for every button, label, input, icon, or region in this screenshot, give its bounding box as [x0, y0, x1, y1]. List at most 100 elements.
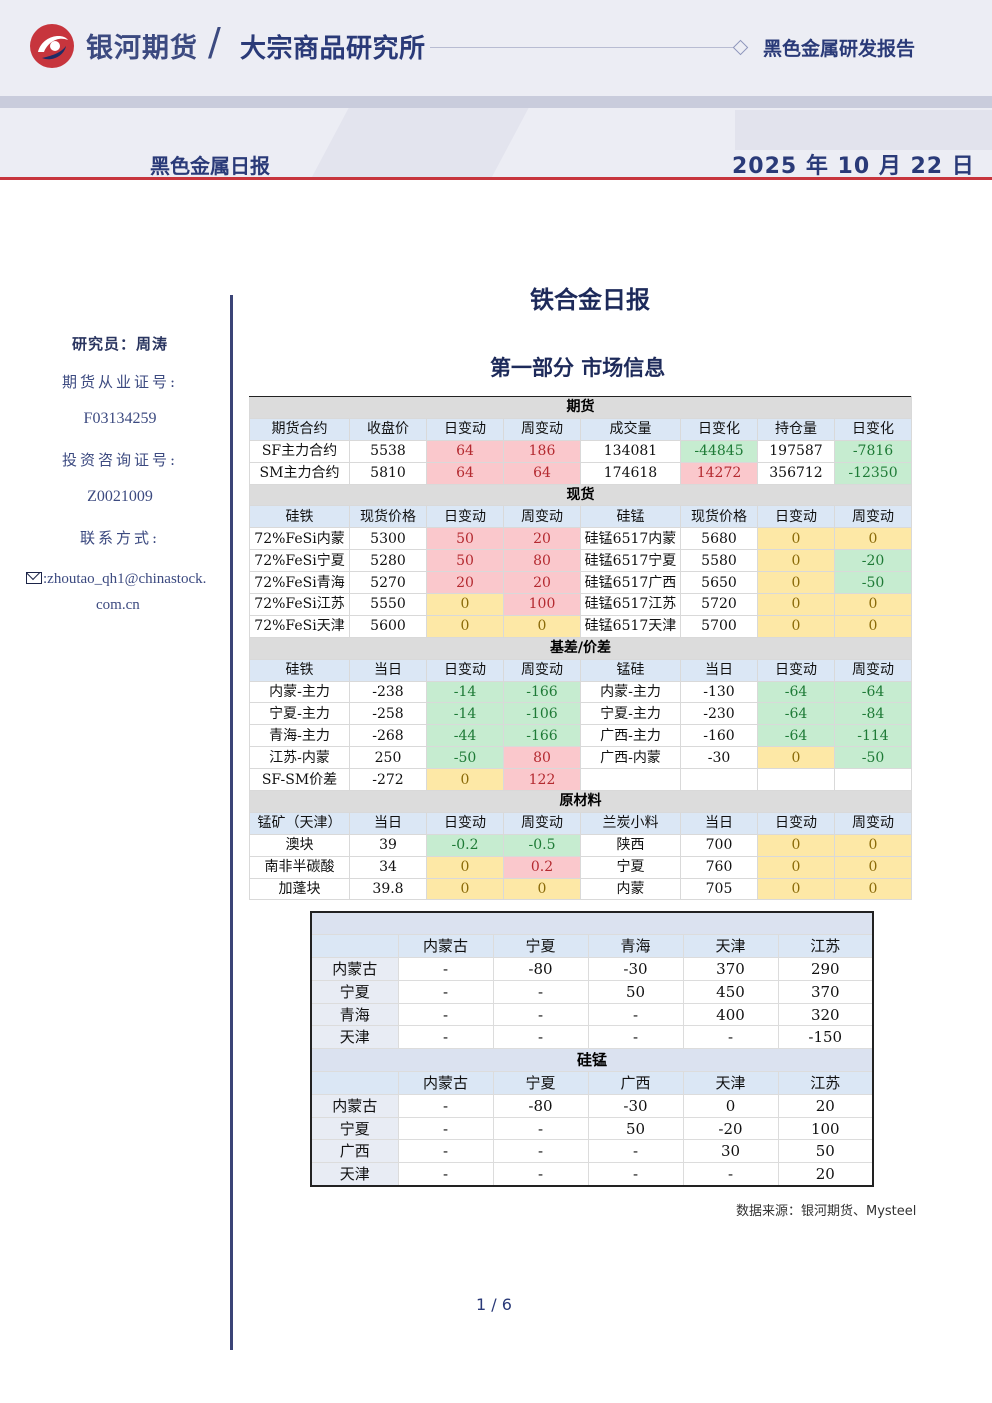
- table-cell: -: [397, 1162, 494, 1187]
- table-cell: 186: [503, 439, 581, 463]
- table-cell: 内蒙-主力: [580, 680, 681, 704]
- column-header: 现货价格: [680, 505, 758, 529]
- table-cell: -30: [587, 957, 684, 981]
- table-cell: 50: [777, 1139, 874, 1164]
- table-cell: 20: [777, 1162, 874, 1187]
- table-cell: [757, 768, 835, 792]
- section-title: 原材料: [249, 790, 912, 813]
- column-header: 硅铁: [249, 505, 350, 529]
- table-cell: -: [682, 1162, 779, 1187]
- header-decoration: [735, 110, 992, 150]
- column-header: 广西: [587, 1071, 684, 1095]
- table-cell: -12350: [834, 461, 912, 485]
- table-cell: 江苏-内蒙: [249, 746, 350, 770]
- table-cell: SM主力合约: [249, 461, 350, 485]
- institute-name: 大宗商品研究所: [240, 34, 426, 64]
- table-cell: SF-SM价差: [249, 768, 350, 792]
- table-cell: 0: [503, 877, 581, 901]
- header-row: 锰矿（天津）当日日变动周变动兰炭小料当日日变动周变动: [249, 811, 912, 835]
- table-cell: -20: [834, 549, 912, 573]
- table-cell: -: [492, 1116, 589, 1141]
- table-cell: 加蓬块: [249, 877, 350, 901]
- contact-email[interactable]: :zhoutao_qh1@chinastock. com.cn: [26, 566, 226, 618]
- table-cell: 0: [426, 593, 504, 616]
- column-header: 内蒙古: [397, 1071, 494, 1095]
- table-cell: 宁夏-主力: [580, 702, 681, 726]
- brand-name: 银河期货: [86, 33, 198, 64]
- header-row: 硅铁当日日变动周变动锰硅当日日变动周变动: [249, 658, 912, 682]
- table-cell: -230: [680, 702, 758, 726]
- table-cell: 0.2: [503, 855, 581, 879]
- column-header: 周变动: [834, 505, 912, 529]
- table-cell: 0: [757, 571, 835, 595]
- column-header: 当日: [680, 658, 758, 682]
- table-cell: 50: [426, 549, 504, 573]
- table-cell: -: [397, 1025, 494, 1050]
- table-cell: 0: [757, 614, 835, 638]
- column-header: 周变动: [834, 658, 912, 682]
- column-header: 日变动: [757, 658, 835, 682]
- table-cell: 5280: [349, 549, 427, 573]
- column-header: 宁夏: [492, 934, 589, 959]
- table-cell: 0: [834, 833, 912, 857]
- column-header: 成交量: [580, 417, 681, 441]
- report-type: 黑色金属研发报告: [763, 38, 916, 60]
- table-cell: 197587: [757, 439, 835, 463]
- table-cell: 0: [757, 593, 835, 616]
- table-cell: -: [492, 1139, 589, 1164]
- table-cell: 174618: [580, 461, 681, 485]
- column-header: [310, 1071, 399, 1095]
- email-text-continued: com.cn: [96, 597, 140, 613]
- column-header: 周变动: [503, 417, 581, 441]
- section-row-silicomanganese: 硅锰: [310, 1048, 874, 1073]
- table-cell: -: [492, 1162, 589, 1187]
- row-label: 青海: [310, 1002, 399, 1027]
- table-cell: SF主力合约: [249, 439, 350, 463]
- column-header: 日变化: [834, 417, 912, 441]
- table-cell: 290: [777, 957, 874, 981]
- column-header: 日变动: [426, 658, 504, 682]
- column-header: 期货合约: [249, 417, 350, 441]
- table-cell: 5700: [680, 614, 758, 638]
- data-source: 数据来源：银河期货、Mysteel: [736, 1204, 917, 1219]
- table-cell: -64: [757, 724, 835, 748]
- table-cell: 250: [349, 746, 427, 770]
- section-title: 现货: [249, 483, 912, 507]
- header-separator: /: [208, 20, 221, 64]
- row-label: 内蒙古: [310, 957, 399, 981]
- column-header: 天津: [682, 934, 779, 959]
- table-cell: 青海-主力: [249, 724, 350, 748]
- table-cell: [580, 768, 681, 792]
- table-cell: 705: [680, 877, 758, 901]
- table-cell: -0.2: [426, 833, 504, 857]
- table-cell: 南非半碳酸: [249, 855, 350, 879]
- column-header: 内蒙古: [397, 934, 494, 959]
- table-cell: 硅锰6517天津: [580, 614, 681, 638]
- column-header: 周变动: [503, 505, 581, 529]
- table-cell: 39.8: [349, 877, 427, 901]
- header-row: 硅铁现货价格日变动周变动硅锰现货价格日变动周变动: [249, 505, 912, 529]
- table-cell: 400: [682, 1002, 779, 1027]
- section-title: 期货: [249, 396, 912, 419]
- table-cell: -20: [682, 1116, 779, 1141]
- table-cell: 39: [349, 833, 427, 857]
- row-label: 宁夏: [310, 1116, 399, 1141]
- table-cell: 0: [834, 877, 912, 901]
- table-cell: 72%FeSi青海: [249, 571, 350, 595]
- table-cell: 硅锰6517宁夏: [580, 549, 681, 573]
- table-cell: -: [397, 1139, 494, 1164]
- table-cell: 370: [777, 979, 874, 1004]
- table-cell: -166: [503, 724, 581, 748]
